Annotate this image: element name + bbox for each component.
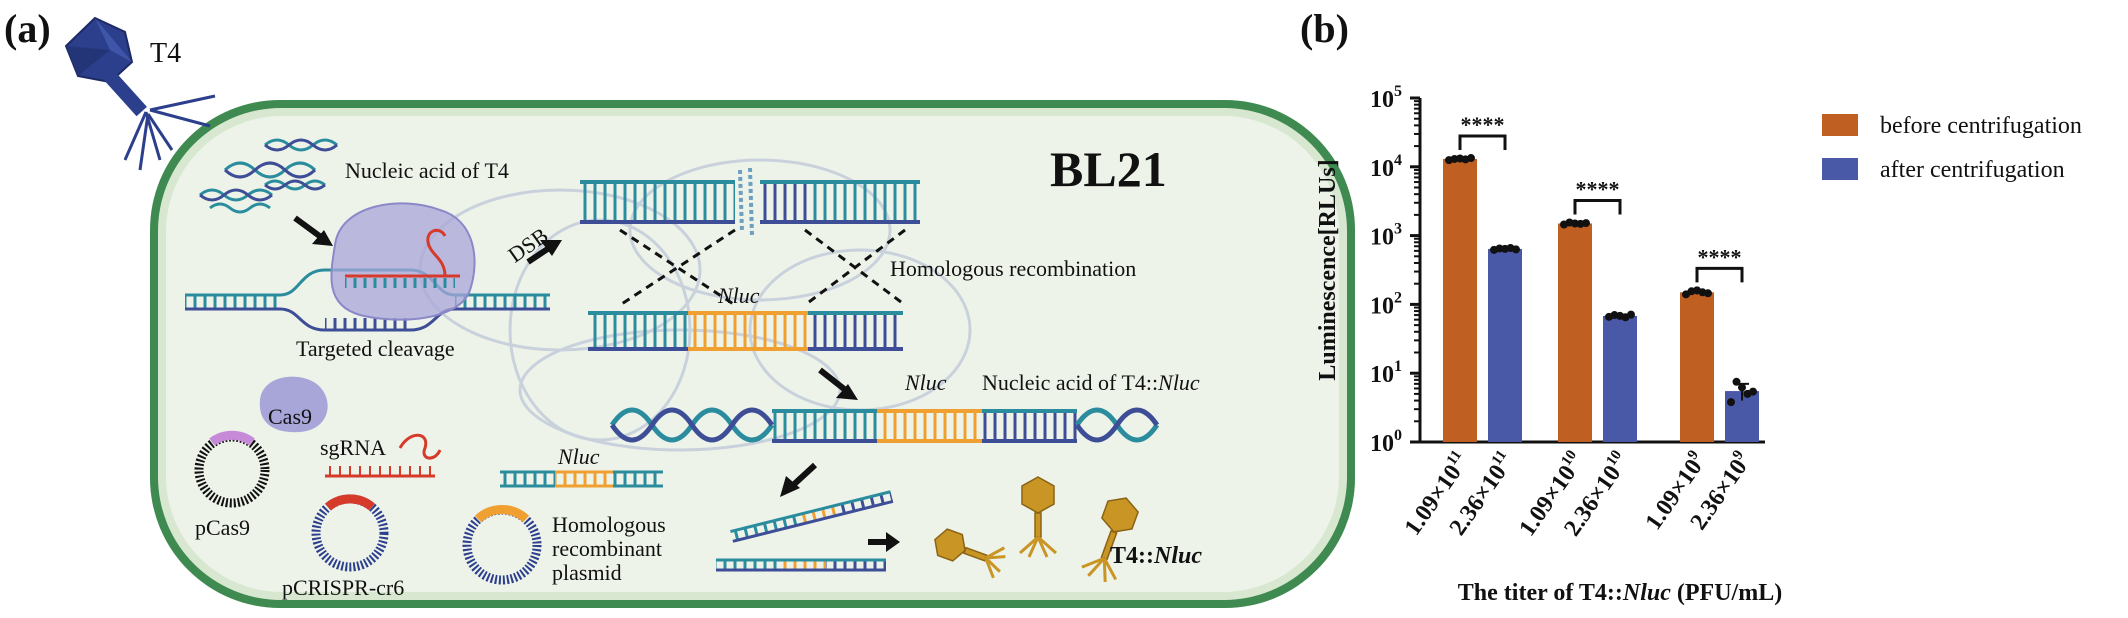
significance-label: **** [1461,112,1505,137]
legend-after-label: after centrifugation [1880,157,2065,183]
significance-bracket [1458,134,1507,151]
cas9-protein-icon [259,376,328,433]
sgrna-label: sgRNA [320,435,386,460]
broken-t4-dna [580,167,920,237]
replicated-dna [716,490,894,572]
legend-swatch-after [1822,158,1858,180]
data-point [1727,398,1735,407]
y-axis-label: Luminescence[RLUs] [1315,159,1341,380]
template-dna [588,311,903,351]
significance-label: **** [1698,244,1742,269]
pcas9-plasmid-icon [194,430,270,508]
significance-bracket [1573,199,1622,215]
arrow-progeny-head-icon [780,476,800,497]
y-tick-label: 105 [1370,83,1402,113]
y-tick-label: 101 [1370,358,1402,388]
point-group [1445,154,1757,407]
targeted-cleavage-label: Targeted cleavage [296,336,455,361]
homologous-recombination-label: Homologous recombination [890,256,1136,281]
y-tick-label: 100 [1370,427,1402,457]
bar [1558,223,1592,442]
panel-b-label: (b) [1300,6,1349,51]
arrow-down-head-icon [836,384,858,400]
y-tick-label: 103 [1370,221,1402,251]
pcrispr-label: pCRISPR-cr6 [282,575,404,600]
nucleic-acid-t4nluc-label: Nucleic acid of T4::Nluc [982,370,1200,395]
nluc-fragment-label: Nluc [557,444,600,469]
t4-nucleic-acid-helices [199,138,338,214]
arrow-down-icon [818,367,850,395]
plasmid-label-line1: Homologous [552,512,666,537]
progeny-phage-icons [934,476,1139,583]
bar [1488,248,1522,442]
panel-a-label: (a) [4,6,51,51]
arrow-right-head-icon [886,532,900,552]
y-tick-label: 102 [1370,289,1402,319]
arrow-head-icon [312,230,333,246]
legend: before centrifugation after centrifugati… [1822,113,2082,183]
data-point [1732,377,1741,386]
data-point [1704,289,1712,298]
data-point [1467,154,1475,163]
panel-b: (b) 100 101 102 103 104 105 Luminescence[RLUs… [1300,6,2082,606]
y-tick-group: 100 101 102 103 104 105 [1370,83,1420,457]
t4nluc-label: T4::Nluc [1110,543,1202,569]
bar-group [1443,157,1759,442]
nluc-template-label: Nluc [717,283,760,308]
bar [1680,292,1714,442]
data-point [1627,310,1635,319]
legend-before-label: before centrifugation [1880,113,2082,139]
plasmid-label-line2: recombinant [552,536,662,561]
phage-label: T4 [150,38,181,69]
significance-bracket [1695,266,1744,283]
significance-label: **** [1576,177,1620,202]
bar [1443,158,1477,442]
crossover-lines [619,228,906,307]
dsb-arrow-head-icon [540,240,562,256]
targeted-cleavage-dna [185,268,550,332]
nucleic-acid-t4-label: Nucleic acid of T4 [345,158,509,183]
nluc-helix-label: Nluc [904,370,947,395]
nluc-fragment-dna [500,470,663,488]
sgrna-icon [325,433,442,478]
cell-label: BL21 [1050,141,1167,197]
bar [1603,315,1637,442]
x-axis-label: The titer of T4::Nluc (PFU/mL) [1458,580,1782,606]
homologous-plasmid-icon [462,505,542,585]
plasmid-label-line3: plasmid [552,560,622,585]
pcas9-label: pCas9 [195,515,250,540]
data-point [1749,387,1757,396]
cas9-label: Cas9 [268,404,312,429]
y-tick-label: 104 [1370,152,1402,182]
recombinant-helix-dna [609,407,1160,443]
sgrna-bound-icon [345,228,460,288]
data-point [1738,383,1746,392]
legend-swatch-before [1822,114,1858,136]
data-point [1512,245,1520,254]
t4-phage-icon [64,16,216,171]
panel-a: (a) BL21 T4 [4,6,1355,608]
cas9-complex [330,202,476,321]
pcrispr-plasmid-icon [311,494,389,572]
y-axis: 100 101 102 103 104 105 [1370,83,1422,457]
data-point [1582,219,1590,228]
significance-group: **** **** **** [1458,112,1744,283]
